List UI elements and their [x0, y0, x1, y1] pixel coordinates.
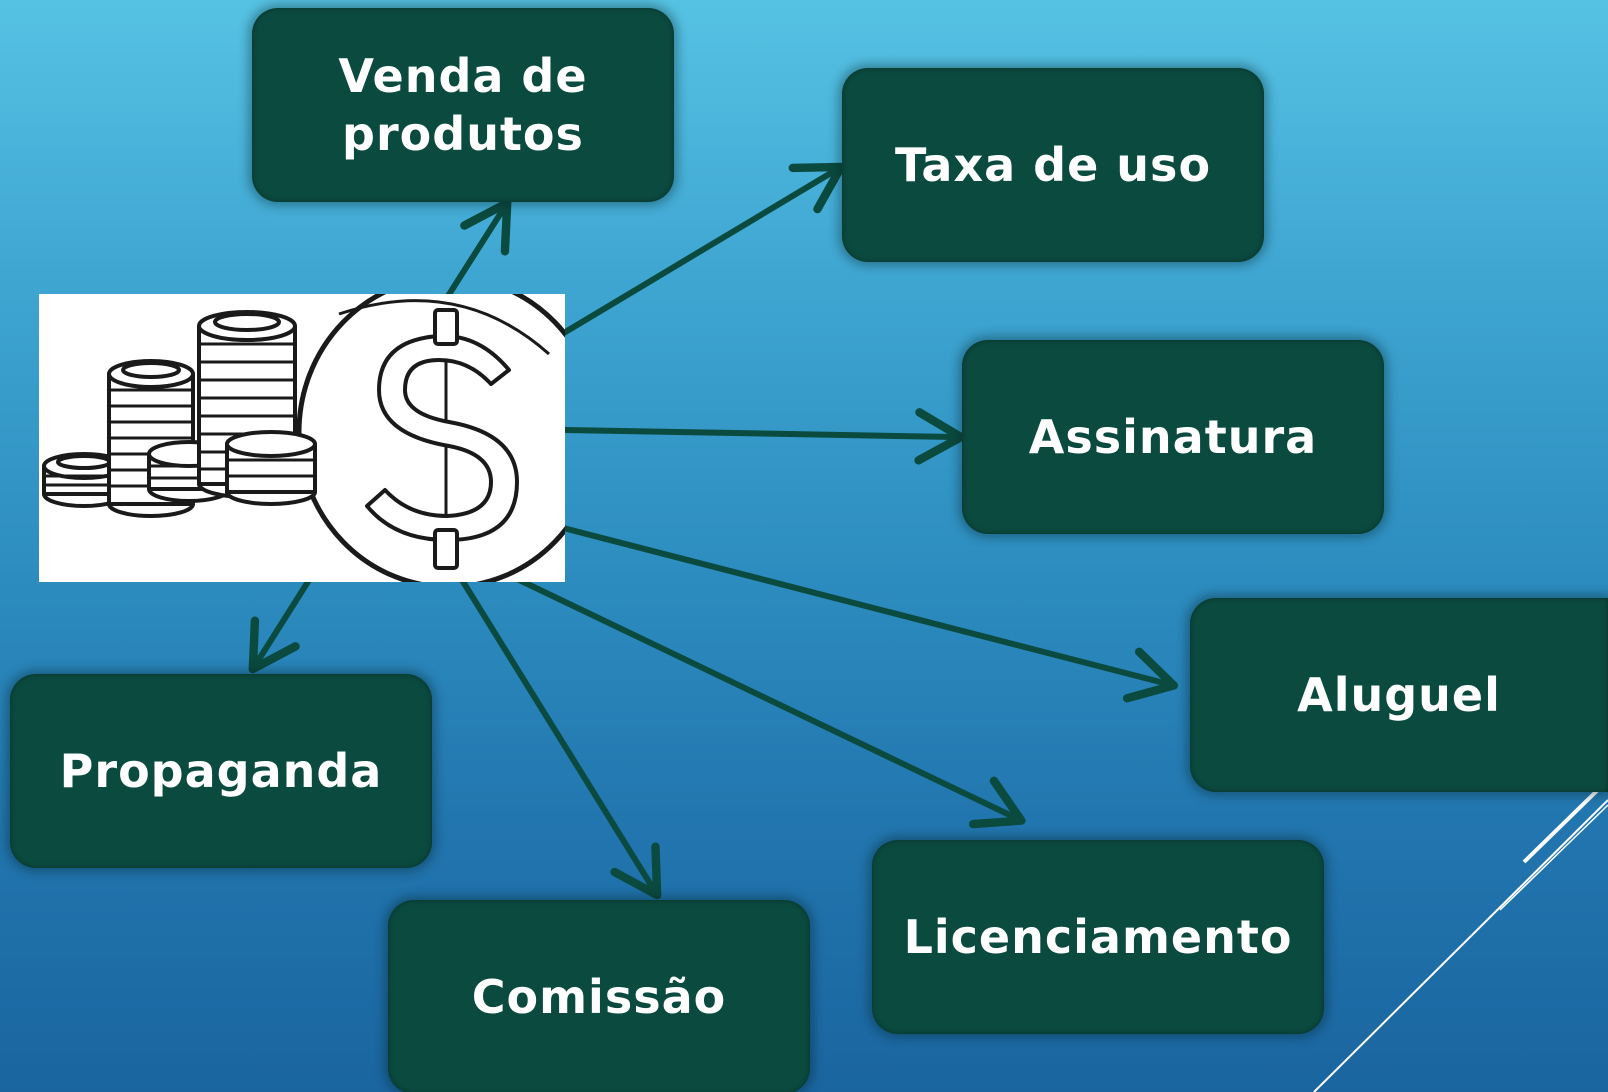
node-licenciamento: Licenciamento — [872, 840, 1324, 1034]
node-aluguel-label: Aluguel — [1297, 668, 1501, 722]
node-assinatura-label: Assinatura — [1028, 410, 1318, 464]
node-venda-label-line1: Venda de — [338, 49, 588, 103]
node-venda-label-line2: produtos — [342, 107, 584, 161]
node-aluguel: Aluguel — [1190, 598, 1608, 792]
node-propaganda-label: Propaganda — [59, 744, 383, 798]
arrow-to-taxa — [549, 162, 846, 343]
node-venda-de-produtos: Venda de produtos — [252, 8, 674, 202]
node-taxa-de-uso: Taxa de uso — [842, 68, 1264, 262]
arrow-to-venda — [445, 198, 512, 299]
arrow-to-comissao — [459, 577, 662, 900]
node-propaganda: Propaganda — [10, 674, 432, 868]
arrow-to-aluguel — [537, 519, 1179, 703]
arrow-to-assinatura — [562, 408, 966, 465]
node-comissao-label: Comissão — [471, 970, 727, 1024]
node-comissao: Comissão — [388, 900, 810, 1092]
node-licenciamento-label: Licenciamento — [903, 910, 1293, 964]
node-taxa-label: Taxa de uso — [894, 138, 1212, 192]
node-assinatura: Assinatura — [962, 340, 1384, 534]
money-coins-dollar-icon — [42, 294, 565, 582]
money-image — [39, 294, 565, 582]
arrow-to-licenciamento — [487, 563, 1026, 829]
